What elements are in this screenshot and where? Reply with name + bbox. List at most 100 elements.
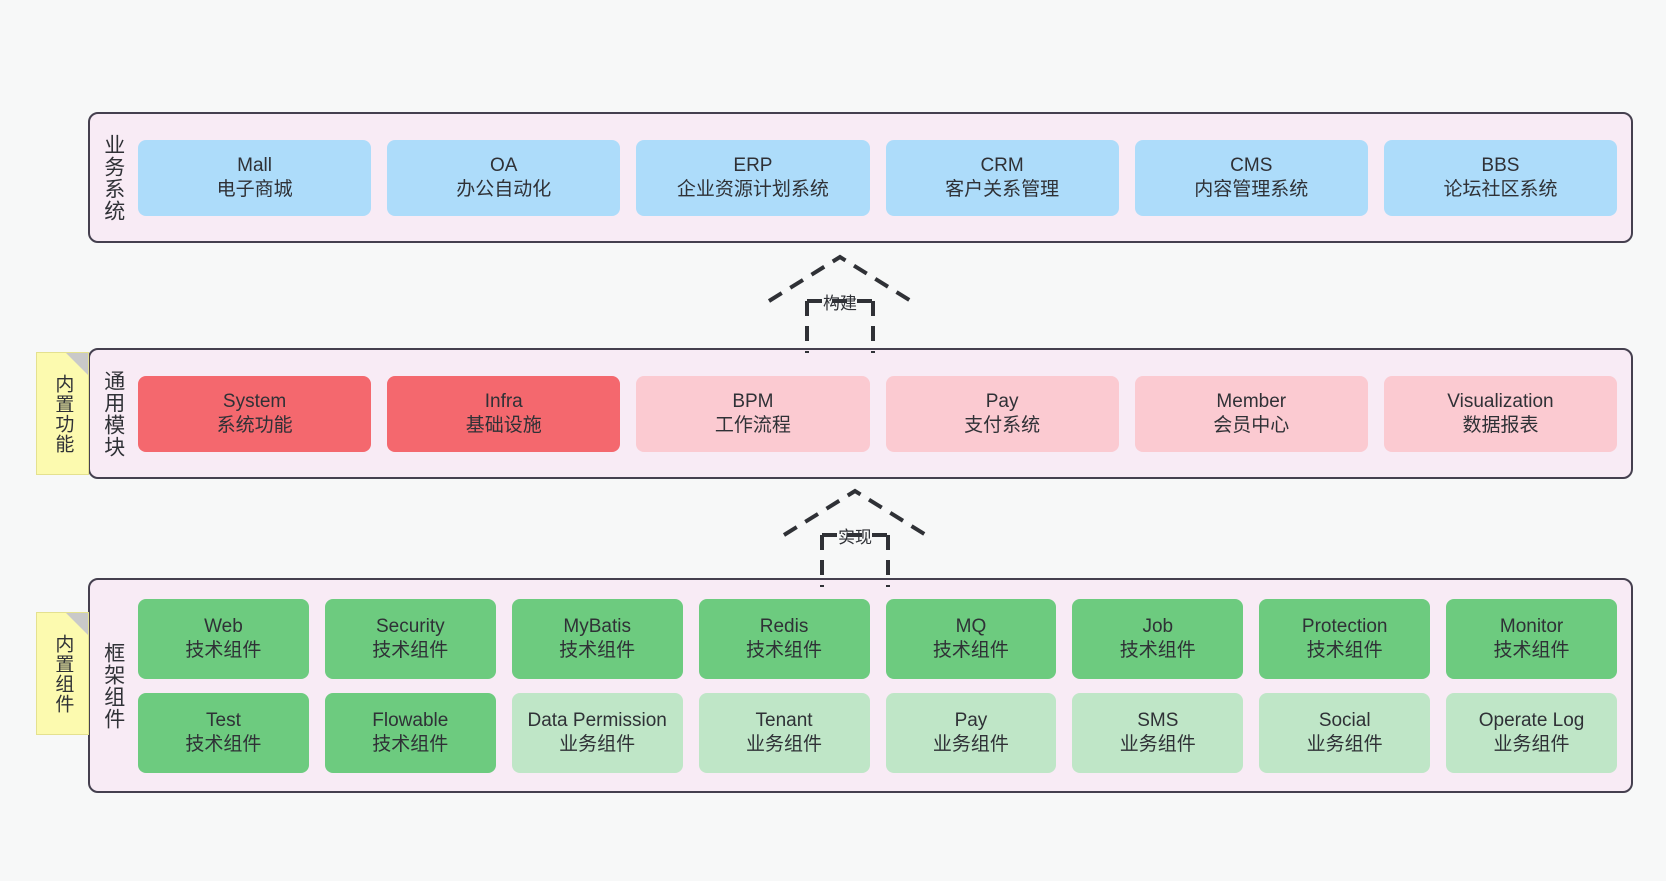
card-protection-desc: 技术组件	[1306, 639, 1383, 661]
note-builtin-component: 内置组件	[36, 612, 89, 735]
card-monitor-desc: 技术组件	[1493, 639, 1570, 661]
card-test-name: Test	[206, 709, 241, 731]
layer-business-systems-body: Mall 电子商城 OA 办公自动化 ERP 企业资源计划系统 CRM 客户关系…	[136, 114, 1631, 241]
layer-common-modules-body: System 系统功能 Infra 基础设施 BPM 工作流程 Pay 支付系统…	[136, 350, 1631, 477]
card-flowable[interactable]: Flowable 技术组件	[324, 692, 496, 773]
card-job-name: Job	[1142, 615, 1174, 637]
card-mq-name: MQ	[955, 615, 987, 637]
card-crm[interactable]: CRM 客户关系管理	[885, 139, 1119, 216]
card-mybatis-desc: 技术组件	[559, 639, 636, 661]
card-oa-desc: 办公自动化	[456, 178, 552, 200]
card-pay-component[interactable]: Pay 业务组件	[885, 692, 1057, 773]
card-bbs[interactable]: BBS 论坛社区系统	[1383, 139, 1618, 216]
card-web-name: Web	[204, 615, 243, 637]
card-sms[interactable]: SMS 业务组件	[1072, 692, 1244, 773]
card-flowable-desc: 技术组件	[372, 733, 449, 755]
card-erp[interactable]: ERP 企业资源计划系统	[636, 139, 870, 216]
card-bpm-desc: 工作流程	[714, 414, 791, 436]
card-tenant[interactable]: Tenant 业务组件	[698, 692, 870, 773]
card-social-desc: 业务组件	[1306, 733, 1383, 755]
card-web[interactable]: Web 技术组件	[138, 598, 309, 679]
card-pay-component-desc: 业务组件	[932, 733, 1009, 755]
layer-common-modules-title: 通用模块	[101, 369, 125, 458]
layer-business-systems-title: 业务系统	[101, 133, 125, 222]
card-bbs-name: BBS	[1481, 154, 1520, 176]
card-erp-desc: 企业资源计划系统	[676, 178, 829, 200]
note-builtin-function: 内置功能	[36, 352, 89, 475]
card-pay-module-name: Pay	[985, 390, 1019, 412]
card-mybatis-name: MyBatis	[563, 615, 631, 637]
card-social-name: Social	[1318, 709, 1371, 731]
card-operate-log-desc: 业务组件	[1493, 733, 1570, 755]
framework-business-card-row: Test 技术组件 Flowable 技术组件 Data Permission …	[138, 692, 1617, 773]
card-visualization-desc: 数据报表	[1462, 414, 1539, 436]
card-sms-desc: 业务组件	[1119, 733, 1196, 755]
card-web-desc: 技术组件	[185, 639, 262, 661]
card-bpm-name: BPM	[732, 390, 774, 412]
card-mybatis[interactable]: MyBatis 技术组件	[511, 598, 683, 679]
card-system-desc: 系统功能	[216, 414, 293, 436]
card-member-name: Member	[1216, 390, 1287, 412]
card-monitor-name: Monitor	[1499, 615, 1564, 637]
layer-common-modules: 通用模块 System 系统功能 Infra 基础设施 BPM 工作流程 Pay	[88, 348, 1633, 479]
card-flowable-name: Flowable	[372, 709, 449, 731]
card-mall-name: Mall	[237, 154, 272, 176]
card-member[interactable]: Member 会员中心	[1134, 375, 1368, 452]
card-cms-name: CMS	[1230, 154, 1273, 176]
card-system[interactable]: System 系统功能	[138, 375, 372, 452]
card-member-desc: 会员中心	[1213, 414, 1290, 436]
card-oa[interactable]: OA 办公自动化	[387, 139, 621, 216]
card-pay-module-desc: 支付系统	[964, 414, 1041, 436]
card-data-permission[interactable]: Data Permission 业务组件	[511, 692, 683, 773]
card-mall[interactable]: Mall 电子商城	[138, 139, 372, 216]
connector-build: 构建	[755, 253, 925, 353]
card-tenant-desc: 业务组件	[746, 733, 823, 755]
card-visualization-name: Visualization	[1447, 390, 1554, 412]
card-operate-log-name: Operate Log	[1478, 709, 1585, 731]
card-system-name: System	[222, 390, 287, 412]
card-crm-desc: 客户关系管理	[945, 178, 1060, 200]
card-redis-desc: 技术组件	[746, 639, 823, 661]
card-security-desc: 技术组件	[372, 639, 449, 661]
card-cms[interactable]: CMS 内容管理系统	[1134, 139, 1368, 216]
layer-framework-components-body: Web 技术组件 Security 技术组件 MyBatis 技术组件 Redi…	[136, 580, 1631, 791]
layer-framework-components-title: 框架组件	[101, 641, 125, 730]
card-social[interactable]: Social 业务组件	[1259, 692, 1431, 773]
card-security[interactable]: Security 技术组件	[324, 598, 496, 679]
card-protection[interactable]: Protection 技术组件	[1259, 598, 1431, 679]
card-infra-name: Infra	[484, 390, 523, 412]
card-bbs-desc: 论坛社区系统	[1443, 178, 1558, 200]
layer-business-systems: 业务系统 Mall 电子商城 OA 办公自动化 ERP 企业资源计划系统 CRM	[88, 112, 1633, 243]
card-crm-name: CRM	[980, 154, 1024, 176]
card-pay-module[interactable]: Pay 支付系统	[885, 375, 1119, 452]
connector-implement: 实现	[770, 487, 940, 587]
card-erp-name: ERP	[733, 154, 773, 176]
card-data-permission-desc: 业务组件	[559, 733, 636, 755]
card-redis-name: Redis	[759, 615, 809, 637]
card-monitor[interactable]: Monitor 技术组件	[1446, 598, 1617, 679]
card-oa-name: OA	[490, 154, 518, 176]
card-job[interactable]: Job 技术组件	[1072, 598, 1244, 679]
card-operate-log[interactable]: Operate Log 业务组件	[1446, 692, 1617, 773]
card-test[interactable]: Test 技术组件	[138, 692, 309, 773]
framework-tech-card-row: Web 技术组件 Security 技术组件 MyBatis 技术组件 Redi…	[138, 598, 1617, 679]
card-data-permission-name: Data Permission	[527, 709, 667, 731]
card-cms-desc: 内容管理系统	[1194, 178, 1309, 200]
card-redis[interactable]: Redis 技术组件	[698, 598, 870, 679]
card-sms-name: SMS	[1137, 709, 1179, 731]
card-pay-component-name: Pay	[954, 709, 988, 731]
card-mall-desc: 电子商城	[216, 178, 293, 200]
card-infra-desc: 基础设施	[465, 414, 542, 436]
card-protection-name: Protection	[1301, 615, 1388, 637]
card-infra[interactable]: Infra 基础设施	[387, 375, 621, 452]
card-security-name: Security	[375, 615, 445, 637]
card-mq-desc: 技术组件	[932, 639, 1009, 661]
common-modules-card-row: System 系统功能 Infra 基础设施 BPM 工作流程 Pay 支付系统…	[138, 375, 1618, 452]
card-job-desc: 技术组件	[1119, 639, 1196, 661]
card-test-desc: 技术组件	[185, 733, 262, 755]
card-bpm[interactable]: BPM 工作流程	[636, 375, 870, 452]
card-visualization[interactable]: Visualization 数据报表	[1383, 375, 1618, 452]
layer-framework-components: 框架组件 Web 技术组件 Security 技术组件 MyBatis 技术组件…	[88, 578, 1633, 793]
card-mq[interactable]: MQ 技术组件	[885, 598, 1057, 679]
